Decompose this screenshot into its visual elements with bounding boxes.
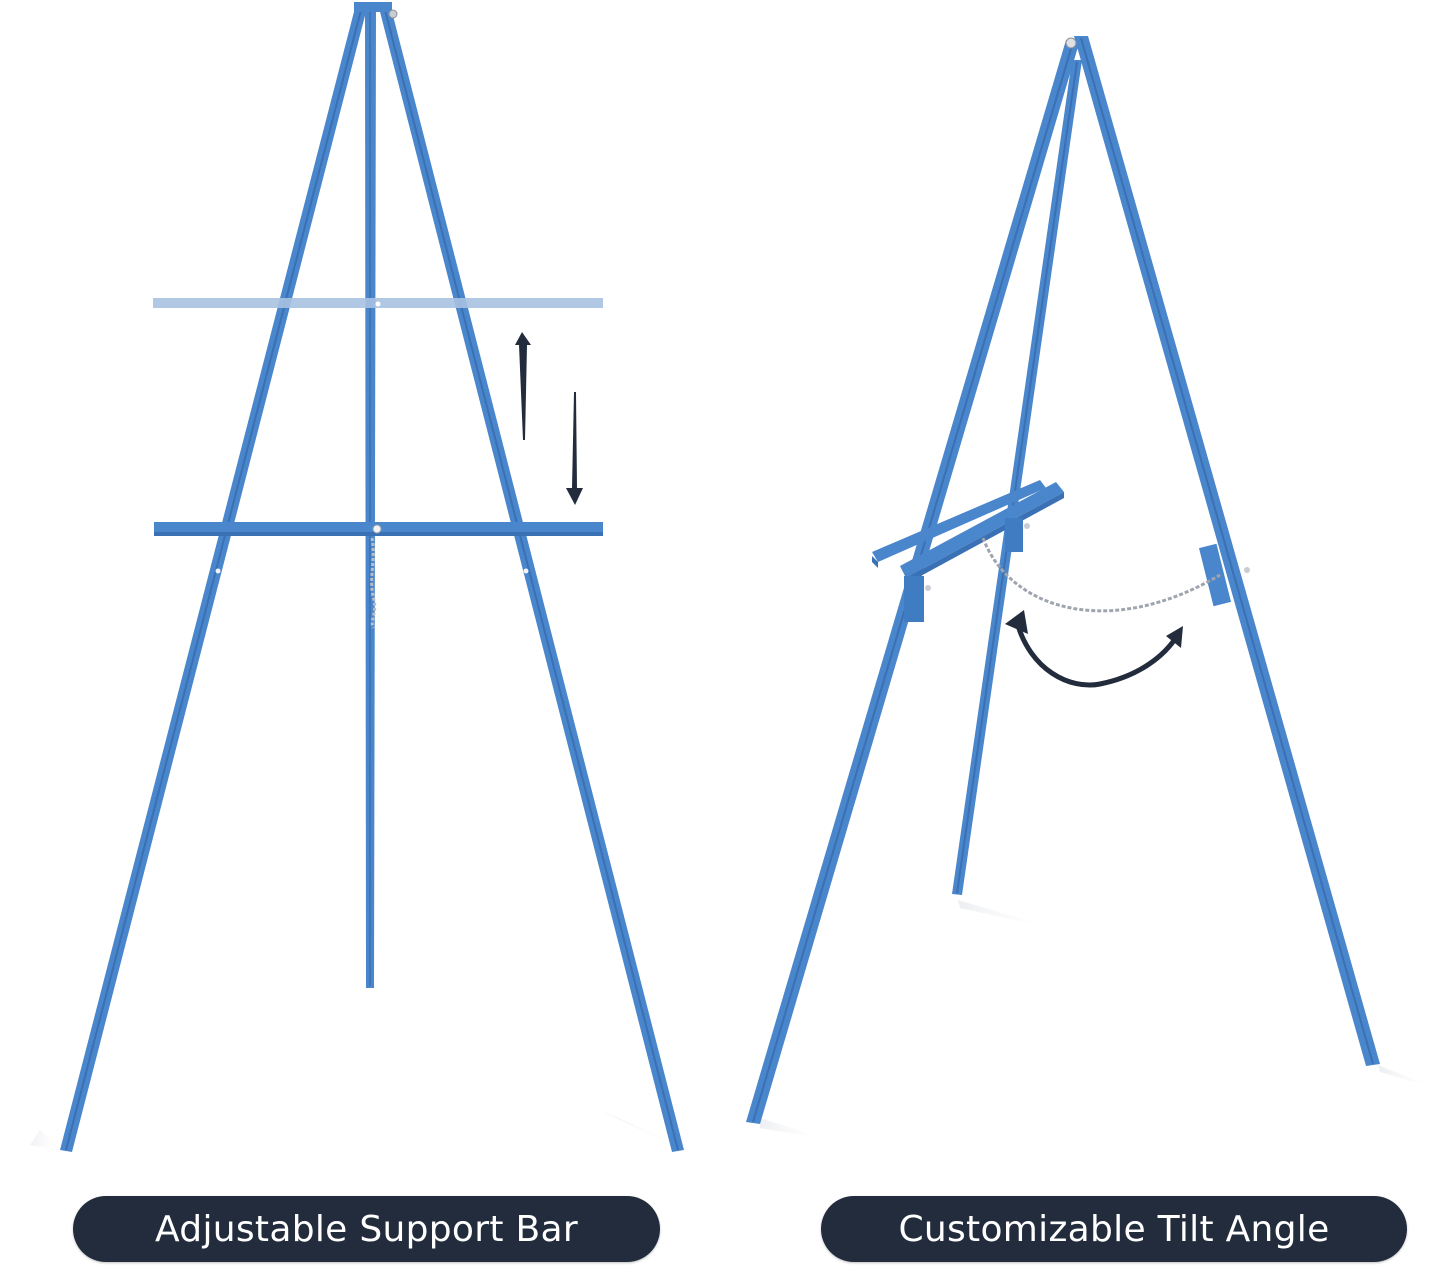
- top-bolt-icon: [1065, 37, 1077, 49]
- support-bar-bolt: [372, 524, 382, 534]
- left-easel: [30, 2, 684, 1152]
- support-ledge-front: [900, 482, 1064, 578]
- curved-double-arrow-icon: [1005, 610, 1183, 688]
- caption-customizable-tilt-angle: Customizable Tilt Angle: [821, 1196, 1407, 1262]
- wing-nut-icon: [388, 9, 398, 19]
- support-ledge-rear: [872, 480, 1046, 562]
- arrow-down-icon: [566, 392, 583, 505]
- tilt-chain: [981, 537, 1221, 613]
- right-easel: [746, 36, 1440, 1140]
- chain: [370, 537, 377, 629]
- caption-adjustable-support-bar: Adjustable Support Bar: [73, 1196, 660, 1262]
- arrow-up-icon: [515, 332, 531, 440]
